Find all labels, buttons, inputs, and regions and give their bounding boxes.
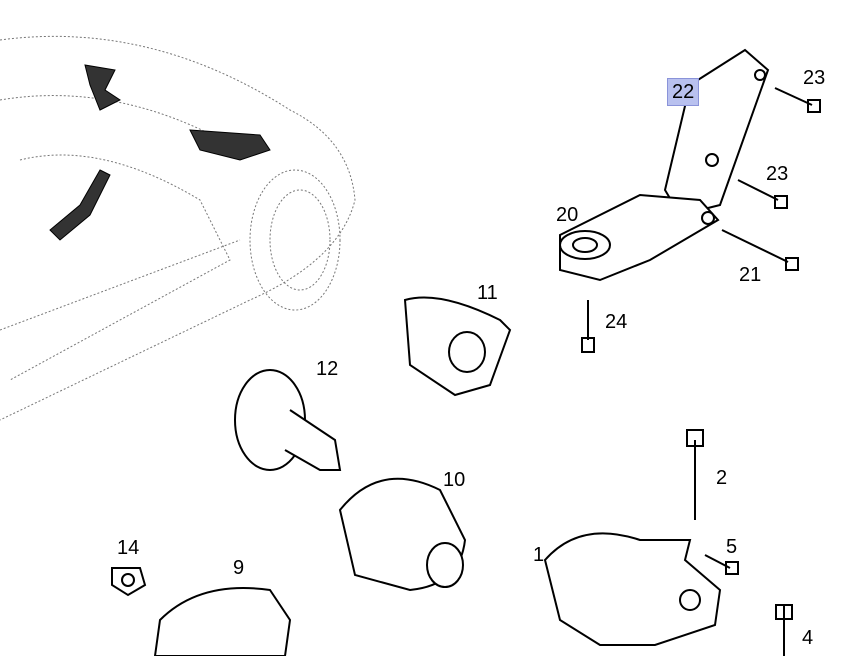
callout-14[interactable]: 14 bbox=[117, 537, 140, 559]
callout-20[interactable]: 20 bbox=[556, 204, 579, 226]
callout-9[interactable]: 9 bbox=[233, 557, 245, 579]
callout-24[interactable]: 24 bbox=[605, 311, 628, 333]
callout-11[interactable]: 11 bbox=[477, 282, 498, 304]
callout-22[interactable]: 22 bbox=[667, 78, 700, 106]
part-22-bracket bbox=[559, 48, 770, 282]
callout-10[interactable]: 10 bbox=[443, 469, 466, 491]
callout-12[interactable]: 12 bbox=[316, 358, 339, 380]
callout-5[interactable]: 5 bbox=[726, 536, 738, 558]
bolts bbox=[581, 87, 821, 656]
callout-23[interactable]: 23 bbox=[766, 163, 789, 185]
callout-21[interactable]: 21 bbox=[739, 264, 762, 286]
callout-4[interactable]: 4 bbox=[802, 627, 814, 649]
mount-parts bbox=[111, 296, 722, 656]
callout-2[interactable]: 2 bbox=[716, 467, 728, 489]
callout-1[interactable]: 1 bbox=[533, 544, 545, 566]
mount-locations bbox=[49, 64, 271, 241]
car-outline bbox=[0, 35, 356, 421]
callout-23[interactable]: 23 bbox=[803, 67, 826, 89]
